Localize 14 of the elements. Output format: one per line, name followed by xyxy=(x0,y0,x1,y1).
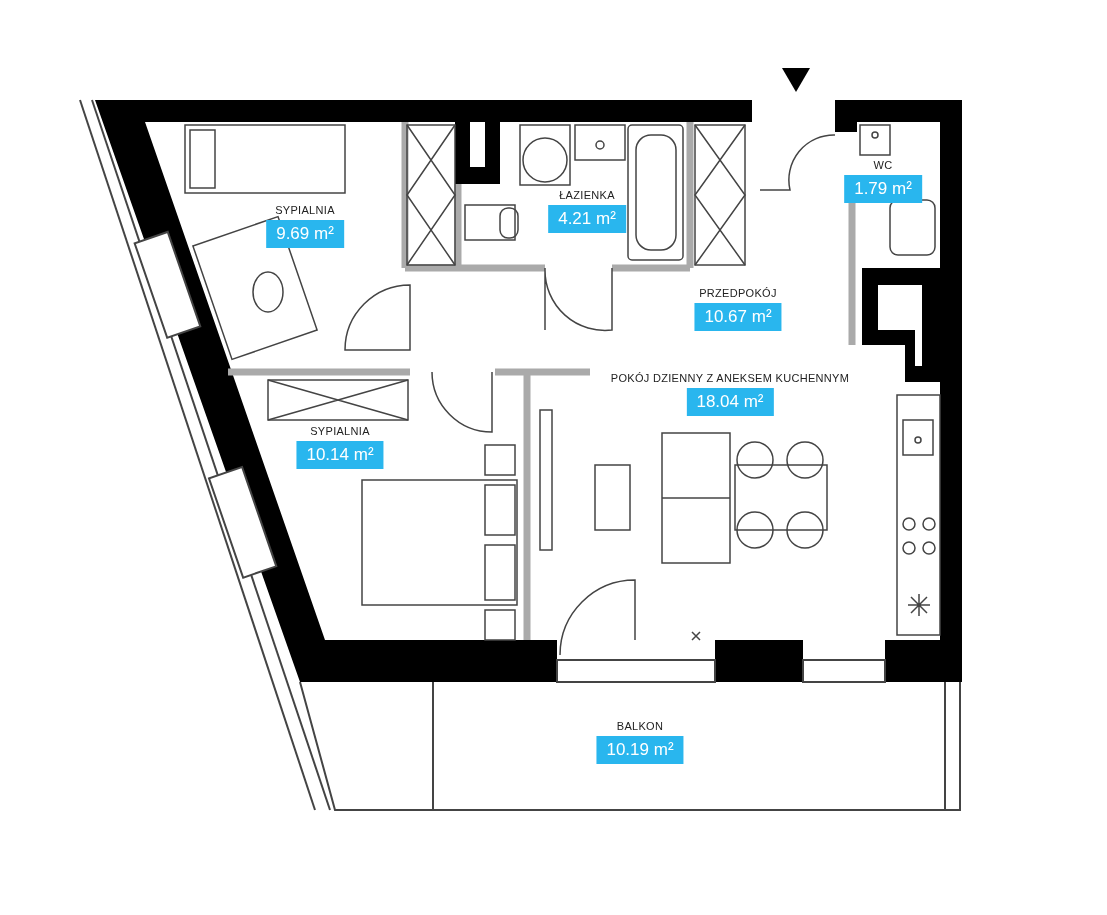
area-badge: 10.14 m² xyxy=(296,441,384,469)
area-badge: 9.69 m² xyxy=(266,220,344,248)
area-badge: 10.19 m² xyxy=(596,736,684,764)
room-name: WC xyxy=(873,159,893,171)
area-badge: 10.67 m² xyxy=(694,303,782,331)
room-name: POKÓJ DZIENNY Z ANEKSEM KUCHENNYM xyxy=(610,372,850,384)
room-name: PRZEDPOKÓJ xyxy=(699,287,777,299)
area-badge: 4.21 m² xyxy=(548,205,626,233)
area-badge: 18.04 m² xyxy=(686,388,774,416)
area-badge: 1.79 m² xyxy=(844,175,922,203)
room-name: ŁAZIENKA xyxy=(559,189,615,201)
room-name: BALKON xyxy=(616,720,664,732)
room-name: SYPIALNIA xyxy=(275,204,335,216)
room-name: SYPIALNIA xyxy=(310,425,370,437)
